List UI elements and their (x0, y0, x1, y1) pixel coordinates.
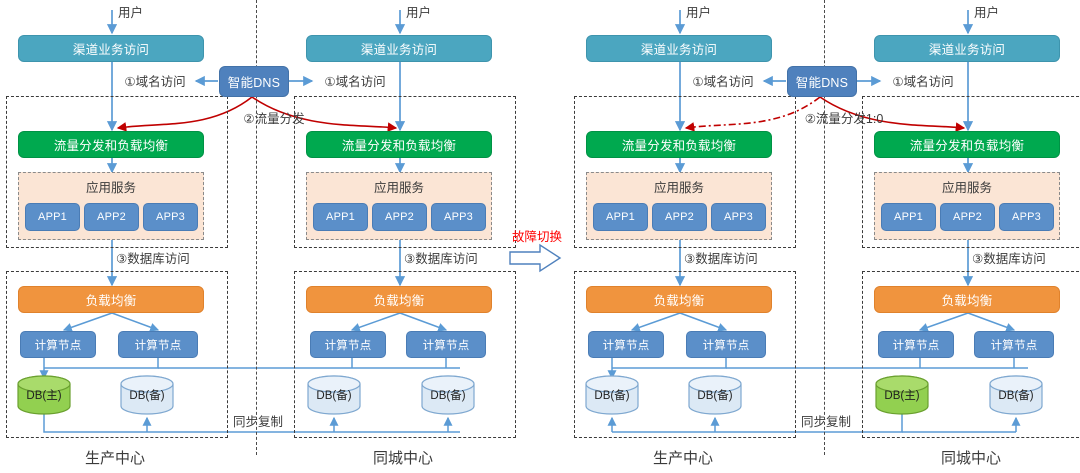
app-tier-zone-prod-after (574, 96, 796, 248)
app1-city-after[interactable]: APP1 (881, 203, 936, 231)
db-label-standby-prod-2-after: DB(备) (697, 390, 733, 402)
channel-access-city-after[interactable]: 渠道业务访问 (874, 35, 1060, 62)
compute-node-city-1-before[interactable]: 计算节点 (310, 331, 386, 358)
site-title-prod-after: 生产中心 (652, 449, 713, 467)
channel-access-city-before[interactable]: 渠道业务访问 (306, 35, 492, 62)
app-service-title-prod-before: 应用服务 (85, 180, 136, 195)
db-load-balancer-prod-after[interactable]: 负载均衡 (586, 286, 772, 313)
domain-access-label-prod-before: ①域名访问 (124, 74, 186, 89)
app-tier-zone-city-before (294, 96, 516, 248)
db-tier-zone-city-before (294, 271, 516, 438)
db-tier-zone-city-after (862, 271, 1080, 438)
compute-node-city-2-before[interactable]: 计算节点 (406, 331, 486, 358)
app3-prod-before[interactable]: APP3 (143, 203, 198, 231)
db-label-primary-prod-before: DB(主) (26, 390, 62, 402)
failover-label: 故障切换 (512, 230, 563, 244)
domain-access-label-prod-after: ①域名访问 (692, 74, 754, 89)
traffic-lb-prod-after[interactable]: 流量分发和负载均衡 (586, 131, 772, 158)
compute-node-prod-2-before[interactable]: 计算节点 (118, 331, 198, 358)
app3-city-before[interactable]: APP3 (431, 203, 486, 231)
db-load-balancer-city-before[interactable]: 负载均衡 (306, 286, 492, 313)
compute-node-city-1-after[interactable]: 计算节点 (878, 331, 954, 358)
db-access-label-prod-after: ③数据库访问 (684, 251, 758, 266)
app1-city-before[interactable]: APP1 (313, 203, 368, 231)
db-label-standby-city-after: DB(备) (998, 390, 1034, 402)
db-tier-zone-prod-after (574, 271, 796, 438)
sync-replication-label-before: 同步复制 (232, 414, 283, 429)
panel-after-center-divider (824, 0, 825, 455)
app-service-title-prod-after: 应用服务 (653, 180, 704, 195)
panel-before-center-divider (256, 0, 257, 455)
traffic-distribution-label-after: ②流量分发1:0 (804, 111, 884, 126)
smart-dns-before[interactable]: 智能DNS (219, 66, 289, 97)
db-access-label-city-after: ③数据库访问 (972, 251, 1046, 266)
user-label-prod-after: 用户 (686, 5, 712, 20)
compute-node-prod-2-after[interactable]: 计算节点 (686, 331, 766, 358)
traffic-distribution-label-before: ②流量分发 (243, 111, 305, 126)
app2-city-before[interactable]: APP2 (372, 203, 427, 231)
domain-access-label-city-before: ①域名访问 (324, 74, 386, 89)
db-load-balancer-prod-before[interactable]: 负载均衡 (18, 286, 204, 313)
traffic-lb-prod-before[interactable]: 流量分发和负载均衡 (18, 131, 204, 158)
compute-node-prod-1-after[interactable]: 计算节点 (588, 331, 664, 358)
db-access-label-prod-before: ③数据库访问 (116, 251, 190, 266)
app1-prod-before[interactable]: APP1 (25, 203, 80, 231)
domain-access-label-city-after: ①域名访问 (892, 74, 954, 89)
app2-prod-before[interactable]: APP2 (84, 203, 139, 231)
app3-city-after[interactable]: APP3 (999, 203, 1054, 231)
db-tier-zone-prod-before (6, 271, 228, 438)
db-label-standby-city-2-before: DB(备) (430, 390, 466, 402)
channel-access-prod-after[interactable]: 渠道业务访问 (586, 35, 772, 62)
app-tier-zone-city-after (862, 96, 1080, 248)
app1-prod-after[interactable]: APP1 (593, 203, 648, 231)
site-title-city-after: 同城中心 (940, 449, 1001, 467)
db-label-standby-prod-1-after: DB(备) (594, 390, 630, 402)
db-load-balancer-city-after[interactable]: 负载均衡 (874, 286, 1060, 313)
compute-node-city-2-after[interactable]: 计算节点 (974, 331, 1054, 358)
db-label-standby-prod-before: DB(备) (129, 390, 165, 402)
traffic-lb-city-after[interactable]: 流量分发和负载均衡 (874, 131, 1060, 158)
db-access-label-city-before: ③数据库访问 (404, 251, 478, 266)
smart-dns-after[interactable]: 智能DNS (787, 66, 857, 97)
user-label-prod-before: 用户 (118, 5, 144, 20)
app3-prod-after[interactable]: APP3 (711, 203, 766, 231)
traffic-lb-city-before[interactable]: 流量分发和负载均衡 (306, 131, 492, 158)
compute-node-prod-1-before[interactable]: 计算节点 (20, 331, 96, 358)
site-title-prod-before: 生产中心 (84, 449, 145, 467)
app2-prod-after[interactable]: APP2 (652, 203, 707, 231)
app2-city-after[interactable]: APP2 (940, 203, 995, 231)
site-title-city-before: 同城中心 (372, 449, 433, 467)
failover-arrow-icon (509, 243, 562, 273)
db-label-standby-city-1-before: DB(备) (316, 390, 352, 402)
user-label-city-before: 用户 (406, 5, 432, 20)
app-service-title-city-after: 应用服务 (941, 180, 992, 195)
app-service-title-city-before: 应用服务 (373, 180, 424, 195)
db-label-primary-city-after: DB(主) (884, 390, 920, 402)
channel-access-prod-before[interactable]: 渠道业务访问 (18, 35, 204, 62)
user-label-city-after: 用户 (974, 5, 1000, 20)
sync-replication-label-after: 同步复制 (800, 414, 851, 429)
app-tier-zone-prod-before (6, 96, 228, 248)
